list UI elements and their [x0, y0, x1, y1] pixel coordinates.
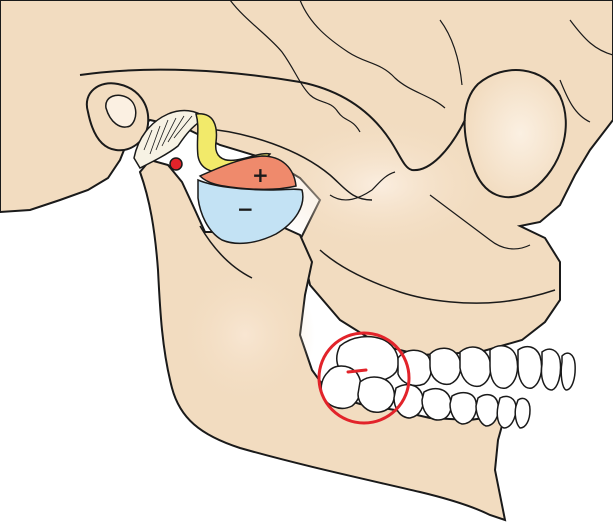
- mandible-highlight: [175, 260, 315, 410]
- upper-premolar: [430, 348, 461, 384]
- upper-canine: [460, 347, 491, 386]
- red-dot-icon: [170, 158, 182, 170]
- upper-incisor: [518, 347, 542, 389]
- upper-incisor: [561, 353, 575, 390]
- lower-incisor: [515, 398, 530, 428]
- lower-incisor: [497, 396, 516, 428]
- lower-molar: [358, 377, 394, 412]
- contact-mark: [348, 370, 366, 372]
- lower-premolar: [422, 389, 451, 420]
- upper-incisor: [541, 349, 560, 390]
- minus-label: −: [237, 197, 254, 221]
- upper-incisor: [490, 346, 518, 389]
- plus-label: +: [252, 163, 269, 187]
